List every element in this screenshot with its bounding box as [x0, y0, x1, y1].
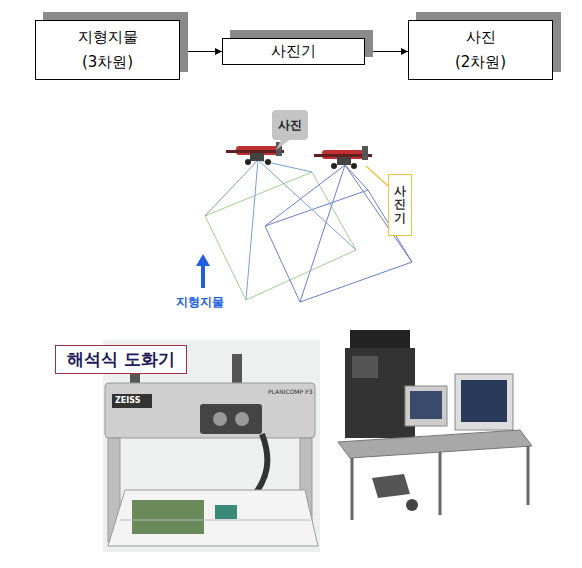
process-box: 지형지물 (3차원) — [35, 20, 180, 80]
model-text: PLANICOMP P3 — [268, 388, 313, 395]
process-box: 사진 (2차원) — [408, 20, 553, 80]
node-text: 사진 — [466, 28, 496, 47]
flow-arrow — [180, 51, 222, 52]
node-text: (3차원) — [82, 53, 133, 72]
process-box: 사진기 — [222, 38, 365, 65]
node-text: 해석식 도화기 — [67, 348, 175, 371]
camera-footprints — [205, 160, 412, 302]
airplane — [226, 142, 284, 165]
node-text: 지형지물 — [78, 28, 138, 47]
airplane — [314, 146, 372, 169]
node-text: 사진 — [278, 117, 302, 134]
digital-workstation — [338, 330, 532, 520]
node-text: 사진기 — [271, 42, 316, 61]
leader-line — [366, 166, 388, 186]
node-text: 사진기 — [394, 185, 406, 225]
brand-text: ZEISS — [115, 396, 140, 405]
callout-box: 사진기 — [388, 174, 412, 236]
up-arrow — [196, 254, 210, 288]
callout-bubble: 사진 — [272, 110, 308, 140]
flow-arrow — [365, 51, 408, 52]
feature-label: 지형지물 — [176, 294, 224, 311]
title-box: 해석식 도화기 — [55, 345, 187, 374]
node-text: (2차원) — [455, 53, 506, 72]
